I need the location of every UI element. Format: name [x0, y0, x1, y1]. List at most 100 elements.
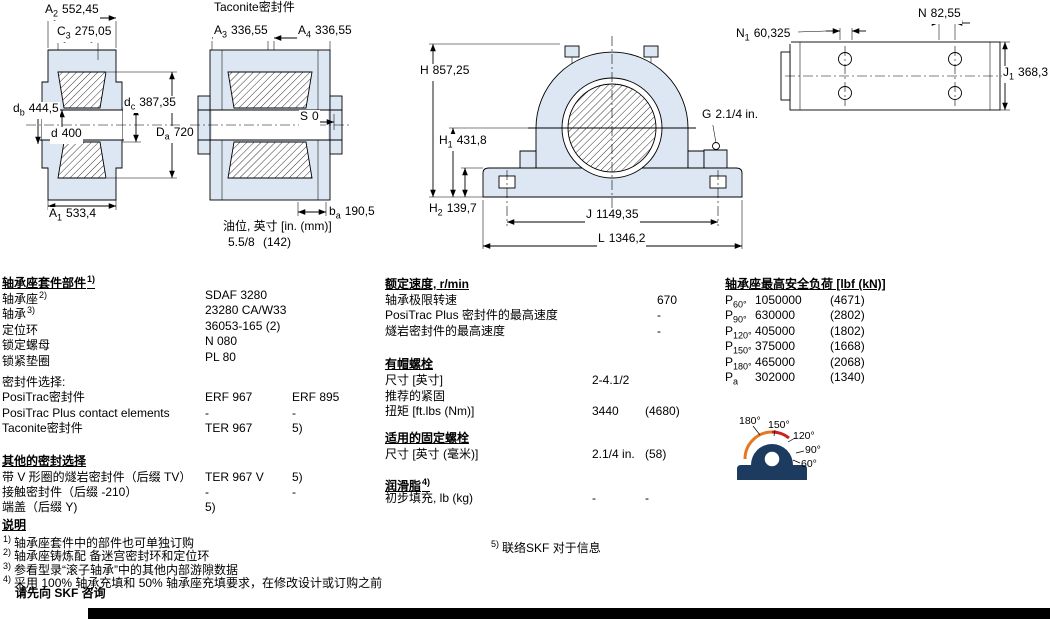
row-label: P120°: [725, 323, 752, 341]
row-value: 465000: [755, 354, 796, 369]
speed-table: 额定速度, r/min 轴承极限转速 670 PosiTrac Plus 密封件的…: [385, 277, 685, 506]
table-row: 尺寸 [英寸]2-4.1/2: [385, 373, 685, 388]
row-label: 端盖（后缀 Y): [2, 500, 78, 515]
parts-table: 轴承座套件部件1) 轴承座2)SDAF 3280 轴承3)23280 CA/W3…: [2, 272, 394, 600]
table-row: 初步填充, lb (kg)--: [385, 491, 685, 506]
grease-header: 润滑脂4): [385, 476, 431, 493]
capbolt-header: 有帽螺栓: [385, 357, 434, 372]
row-label: 轴承座2): [2, 290, 48, 306]
row-value2: -: [292, 484, 296, 499]
parts-header: 轴承座套件部件1): [2, 274, 96, 290]
row-value2: (1668): [830, 339, 865, 354]
notes-header: 说明: [2, 517, 27, 532]
table-row: 端盖（后缀 Y) 5): [2, 500, 394, 515]
load-direction-icon: [737, 425, 807, 480]
row-value: -: [205, 405, 209, 420]
footnote-5: 5)联络SKF 对于信息: [491, 539, 601, 555]
row-label: PosiTrac密封件: [2, 390, 85, 405]
table-row: 推荐的紧固: [385, 389, 685, 404]
table-row: 轴承座2)SDAF 3280: [2, 288, 394, 306]
taconite-title: Taconite密封件: [213, 0, 296, 14]
oil-level-inches: 5.5/8: [227, 235, 256, 249]
row-label: 推荐的紧固: [385, 388, 446, 403]
load-table: 轴承座最高安全负荷 [lbf (kN)] P60°1050000(4671) P…: [725, 277, 935, 386]
row-label: 燧岩密封件的最高速度: [385, 323, 506, 338]
oil-level-label: 油位, 英寸 [in. (mm)]: [222, 219, 333, 233]
row-label: PosiTrac Plus 密封件的最高速度: [385, 308, 558, 323]
row-value: TER 967: [205, 421, 253, 436]
row-value2: (1340): [830, 369, 865, 384]
table-row: 燧岩密封件的最高速度 -: [385, 324, 685, 339]
row-label: 定位环: [2, 322, 39, 337]
row-label: P150°: [725, 339, 752, 356]
row-value: N 080: [205, 334, 238, 349]
load-row: P90°630000(2802): [725, 308, 935, 325]
row-value2: 5): [292, 469, 303, 484]
row-value2: -: [292, 405, 296, 420]
row-value: 3440: [592, 403, 619, 418]
table-row: PosiTrac Plus contact elements--: [2, 406, 394, 421]
footnote: 4)采用 100% 轴承充填和 50% 轴承座充填要求，在修改设计或订购之前: [3, 574, 383, 591]
angle-label: 90°: [805, 444, 821, 456]
taconite-drawing: [190, 35, 350, 216]
table-row: 轴承3)23280 CA/W33: [2, 303, 394, 322]
footnote: 2)轴承座铸炼配 备迷宫密封环和定位环: [3, 547, 210, 564]
table-row: 扭矩 [ft.lbs (Nm)]3440(4680): [385, 404, 685, 419]
footnote: 1)轴承座套件中的部件也可单独订购: [3, 533, 195, 550]
row-value: -: [592, 490, 596, 505]
footnote: 3)参看型录“滚子轴承”中的其他内部游隙数据: [3, 560, 239, 577]
row-label: 轴承3): [2, 305, 36, 322]
row-label: 尺寸 [英寸 (毫米)]: [385, 447, 479, 462]
load-header: 轴承座最高安全负荷 [lbf (kN)]: [725, 277, 886, 291]
row-value: 5): [205, 500, 216, 515]
oil-level-mm: (142): [262, 235, 293, 249]
row-value: -: [657, 308, 661, 323]
load-row: P60°1050000(4671): [725, 293, 935, 309]
row-value: -: [657, 323, 661, 338]
angle-label: 150°: [768, 419, 790, 431]
other-seals-header: 其他的密封选择: [2, 453, 87, 468]
row-value: 670: [657, 293, 678, 307]
row-label: 轴承极限转速: [385, 293, 458, 307]
row-value: TER 967 V: [205, 469, 264, 484]
table-row: 轴承极限转速 670: [385, 293, 685, 308]
row-label: 锁紧垫圈: [2, 353, 51, 368]
footer-bar: [88, 608, 1050, 619]
seal-select-label: 密封件选择:: [2, 374, 66, 389]
row-value: 1050000: [755, 293, 802, 307]
side-view-drawing: [429, 36, 743, 249]
row-value: 630000: [755, 308, 796, 323]
speed-header: 额定速度, r/min: [385, 277, 470, 291]
row-label: 接触密封件（后缀 -210）: [2, 484, 138, 499]
row-label: P180°: [725, 354, 752, 371]
row-value: -: [205, 484, 209, 499]
row-value2: ERF 895: [292, 390, 340, 405]
load-row: P150°375000(1668): [725, 339, 935, 356]
row-value: 302000: [755, 369, 796, 384]
row-value2: -: [645, 490, 649, 505]
table-row: 带 V 形圈的燧岩密封件（后缀 TV） TER 967 V 5): [2, 470, 394, 485]
row-label: P90°: [725, 308, 747, 325]
row-label: 带 V 形圈的燧岩密封件（后缀 TV）: [2, 469, 192, 484]
table-row: PosiTrac Plus 密封件的最高速度 -: [385, 308, 685, 323]
row-label: 尺寸 [英寸]: [385, 373, 444, 388]
